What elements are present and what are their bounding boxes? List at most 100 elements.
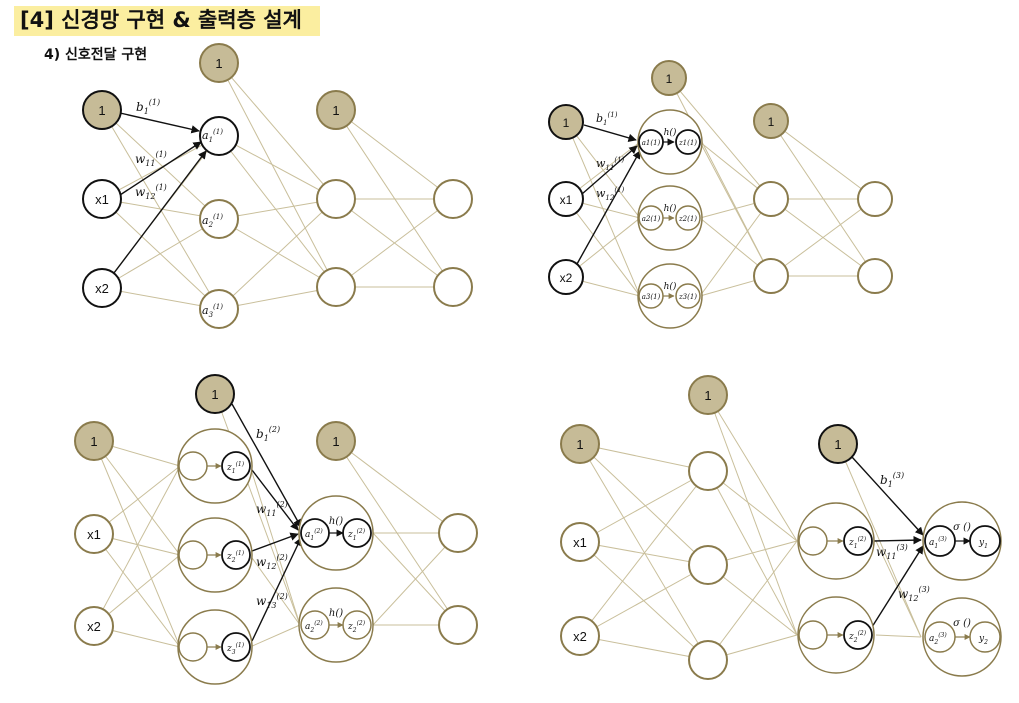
w12-sub: 12: [908, 594, 918, 603]
input-node-x1: [74, 514, 114, 554]
x1-label: x1: [573, 535, 587, 550]
neuron-z: [221, 632, 251, 662]
x1-label: x1: [87, 527, 101, 542]
bias-label: 1: [768, 115, 775, 129]
a1-sub: 1: [310, 535, 314, 542]
b-sup: (1): [149, 98, 160, 107]
svg-text:a3(1): a3(1): [202, 303, 223, 319]
bias-label: 1: [704, 388, 711, 403]
a3-sup: (1): [213, 303, 223, 311]
output-node: [433, 179, 473, 219]
neuron-a: [178, 540, 208, 570]
hidden-node: [688, 640, 728, 680]
bias-node: [818, 424, 858, 464]
b-sub: 1: [603, 119, 607, 127]
bias-node: [82, 90, 122, 130]
svg-text:w11(2): w11(2): [256, 500, 288, 518]
z1-label: z1(1): [678, 139, 697, 147]
input-node-x2: [560, 616, 600, 656]
panel-1-labels: b1(1) w11(1) w12(1) a1(1) a2(1) a3(1): [135, 98, 223, 319]
bias-node: [316, 90, 356, 130]
z2-sub: 2: [231, 557, 236, 564]
neuron-z: [843, 526, 873, 556]
z2-sup: (2): [858, 630, 867, 637]
w12-sup: (1): [614, 186, 624, 194]
bias-label: 1: [666, 72, 673, 86]
w12-sup: (2): [276, 553, 287, 562]
sigma-symbol: σ (): [953, 522, 971, 533]
bias-node: [560, 424, 600, 464]
x2-label: x2: [573, 629, 587, 644]
x1-label: x1: [560, 193, 573, 207]
svg-text:a1(1): a1(1): [202, 128, 223, 144]
sigma-symbol: σ (): [953, 618, 971, 629]
bias-node: [548, 104, 584, 140]
output-y: [969, 621, 1001, 653]
w11-sup: (2): [276, 500, 287, 509]
hidden2-node: [316, 267, 356, 307]
bias-label: 1: [98, 103, 105, 118]
hidden-node: [688, 451, 728, 491]
w13-sup: (2): [276, 592, 287, 601]
panel-4-highlight-edges: [851, 456, 924, 628]
a1-sub: 1: [209, 136, 213, 144]
z3-label: z3(1): [678, 293, 697, 301]
a2-sub: 2: [309, 627, 314, 634]
bias-node: [316, 421, 356, 461]
w12-sup: (1): [155, 183, 166, 192]
a3-sub: 3: [209, 311, 214, 319]
title-highlight: [14, 6, 320, 36]
zz2-sup: (2): [357, 620, 366, 627]
a2-sub: 2: [933, 639, 938, 646]
w12-label: w: [135, 185, 146, 199]
svg-text:b1(1): b1(1): [596, 111, 618, 127]
hidden-node-a3: [199, 289, 239, 329]
input-node-x2: [548, 259, 584, 295]
neuron-z: [675, 283, 701, 309]
neuron-a: [178, 632, 208, 662]
svg-text:w12(2): w12(2): [256, 553, 288, 571]
bias-label: 1: [332, 434, 339, 449]
neuron-z: [675, 205, 701, 231]
bias-label: 1: [211, 387, 218, 402]
bias-label: 1: [90, 434, 97, 449]
x2-label: x2: [87, 619, 101, 634]
z1-sup: (1): [236, 461, 245, 468]
output-node: [857, 258, 893, 294]
b-sup: (1): [608, 111, 618, 119]
neuron-z: [843, 620, 873, 650]
z3-sub: 3: [232, 649, 236, 656]
page-subtitle: 4) 신호전달 구현: [44, 47, 148, 63]
a2-sup: (1): [213, 213, 223, 221]
w11-sup: (1): [614, 156, 624, 164]
input-node-x1: [560, 522, 600, 562]
output-node: [438, 513, 478, 553]
z2-label: z2(1): [678, 215, 697, 223]
zz2-sub: 2: [352, 627, 357, 634]
b-sub: 1: [888, 480, 893, 489]
neuron-z: [221, 451, 251, 481]
neuron-a: [798, 620, 828, 650]
bias-node: [753, 103, 789, 139]
svg-text:y2: y2: [978, 634, 988, 646]
hidden-node-a1: [199, 116, 239, 156]
input-node-x2: [74, 606, 114, 646]
bias-label: 1: [576, 437, 583, 452]
w11-sub: 11: [605, 164, 614, 172]
bias-label: 1: [215, 56, 222, 71]
panel-4-labels: b1(3) w11(3) w12(3): [876, 471, 930, 603]
a1-sub: 1: [934, 543, 938, 550]
z1-sup: (2): [858, 536, 867, 543]
zz1-sup: (2): [357, 528, 366, 535]
svg-text:b1(3): b1(3): [880, 471, 904, 489]
a3-label: a3(1): [642, 293, 661, 301]
input-node-x1: [82, 179, 122, 219]
panel-2-nodes: 1 1 x1 x2 h() a1(1) z1(1) h() a2(1) z2(1…: [548, 60, 893, 329]
neuron-a: [798, 526, 828, 556]
page-title: [4] 신경망 구현 & 출력층 설계: [20, 8, 302, 32]
svg-text:y1: y1: [978, 538, 988, 550]
svg-text:b1(1): b1(1): [136, 98, 160, 116]
bias-node: [199, 43, 239, 83]
neuron-a: [178, 451, 208, 481]
output-node: [438, 605, 478, 645]
